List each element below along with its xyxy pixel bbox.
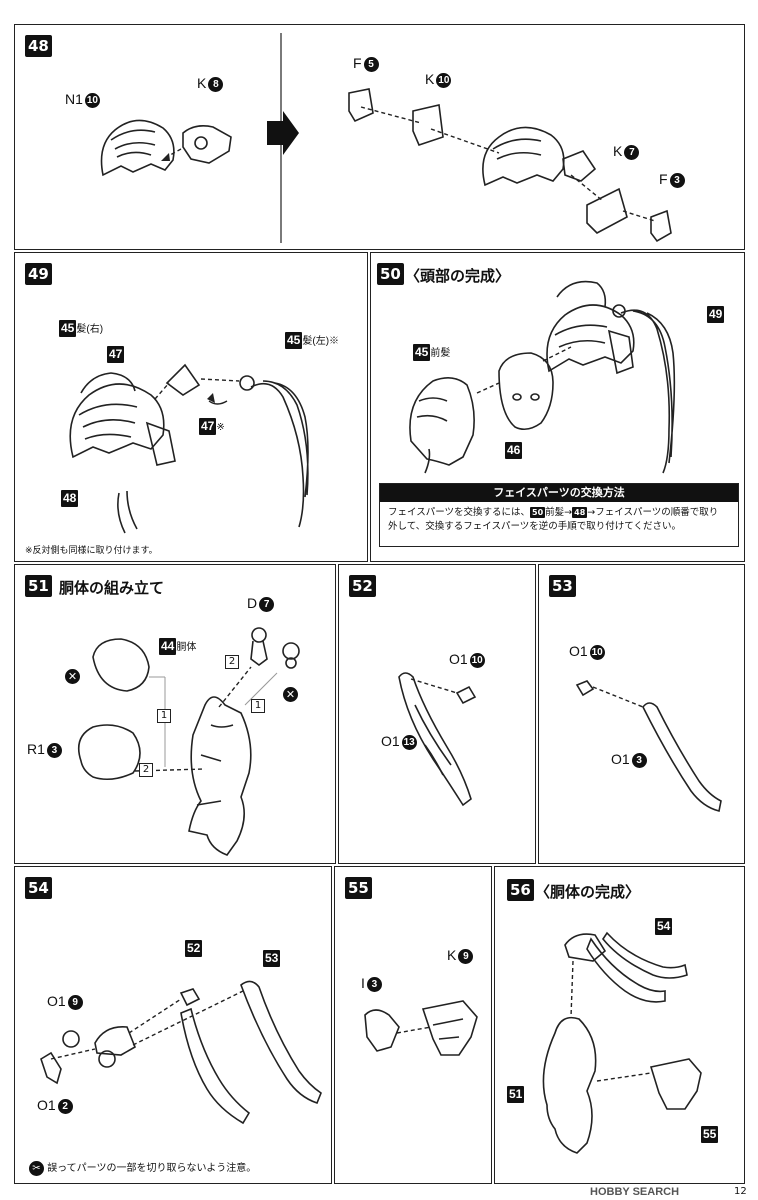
info-box-title: フェイスパーツの交換方法 bbox=[380, 484, 738, 502]
step-title: 〈胴体の完成〉 bbox=[535, 883, 641, 901]
step-51-illustration bbox=[77, 627, 300, 856]
step-56-illustration bbox=[542, 931, 702, 1154]
step-number: 55 bbox=[345, 877, 372, 899]
step-55-illustration bbox=[364, 1000, 478, 1056]
step-number: 53 bbox=[549, 575, 576, 597]
part-label-52: 52 bbox=[185, 939, 203, 957]
step-number: 50 bbox=[377, 263, 404, 285]
cross-icon: ✕ bbox=[65, 669, 80, 684]
caution-note: ✂ 誤ってパーツの一部を切り取らないよう注意。 bbox=[27, 1159, 256, 1176]
page-number: 12 bbox=[734, 1186, 747, 1197]
part-label-47-b: 47※ bbox=[199, 417, 225, 435]
step-number: 52 bbox=[349, 575, 376, 597]
step-50-illustration bbox=[409, 280, 676, 474]
step-number: 54 bbox=[25, 877, 52, 899]
part-label-51: 51 bbox=[507, 1085, 525, 1103]
step-53-illustration bbox=[575, 680, 722, 812]
part-label-46: 46 bbox=[505, 441, 523, 459]
step-order-1: 1 bbox=[251, 699, 265, 713]
cross-icon: ✕ bbox=[283, 687, 298, 702]
part-label-55: 55 bbox=[701, 1125, 719, 1143]
step-48-illustration bbox=[100, 33, 672, 243]
step-number: 49 bbox=[25, 263, 52, 285]
step-56-panel: 56 〈胴体の完成〉 54 51 55 bbox=[494, 866, 745, 1184]
step-number: 48 bbox=[25, 35, 52, 57]
watermark: HOBBY SEARCH bbox=[590, 1186, 680, 1198]
step-order-1: 1 bbox=[157, 709, 171, 723]
step-title: 胴体の組み立て bbox=[59, 579, 165, 597]
caution-icon: ✂ bbox=[29, 1160, 44, 1176]
part-label-49: 49 bbox=[707, 305, 725, 323]
part-label-53: 53 bbox=[263, 949, 281, 967]
step-number: 51 bbox=[25, 575, 52, 597]
step-52-illustration bbox=[398, 672, 477, 807]
part-label-47: 47 bbox=[107, 345, 125, 363]
step-54-illustration bbox=[40, 980, 322, 1125]
step-49-note: ※反対側も同様に取り付けます。 bbox=[25, 546, 158, 556]
step-51-panel: 51 胴体の組み立て ✕ ✕ bbox=[14, 564, 336, 864]
part-label-54: 54 bbox=[655, 917, 673, 935]
step-48-panel: 48 bbox=[14, 24, 745, 250]
step-number: 56 bbox=[507, 879, 534, 901]
step-order-2: 2 bbox=[225, 655, 239, 669]
step-order-2: 2 bbox=[139, 763, 153, 777]
part-label-48: 48 bbox=[61, 489, 79, 507]
step-49-illustration bbox=[69, 363, 309, 534]
step-title: 〈頭部の完成〉 bbox=[405, 267, 511, 285]
